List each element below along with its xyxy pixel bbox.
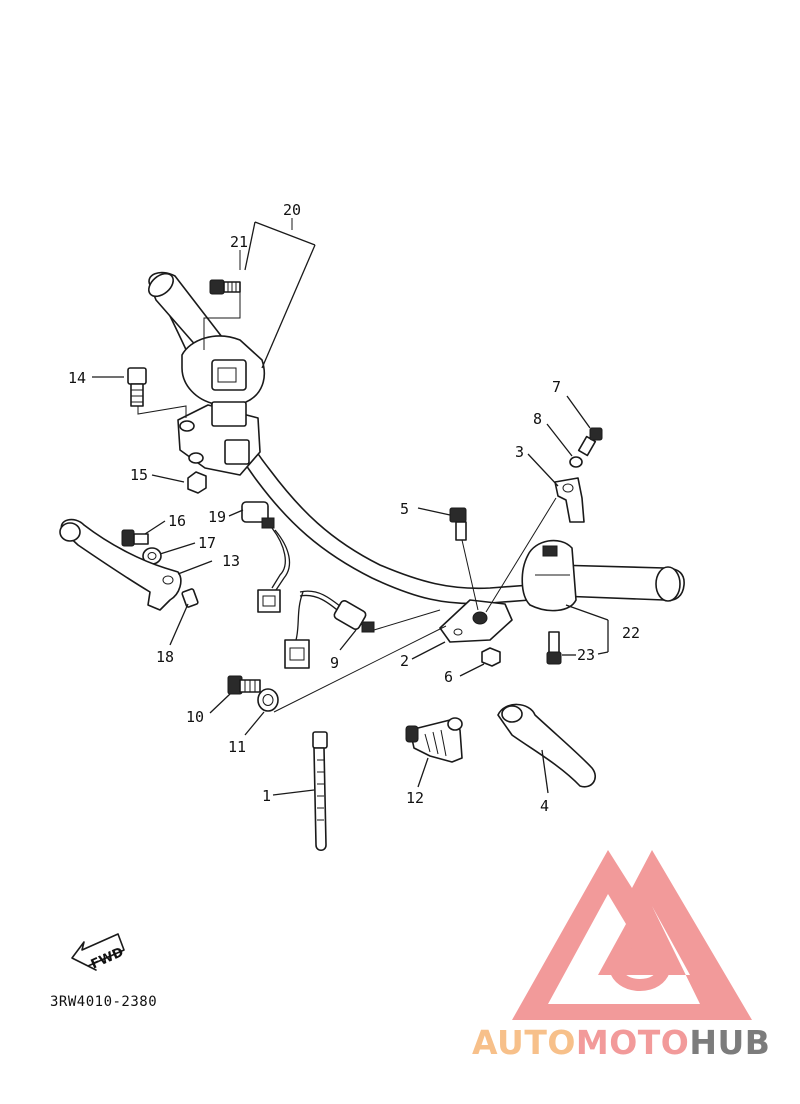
nut-15 [187, 471, 207, 494]
callout-16: 16 [168, 512, 186, 530]
adjuster-bolt-10 [227, 675, 261, 695]
bolt-18 [181, 588, 199, 608]
bolt-14 [127, 367, 147, 407]
callout-10: 10 [186, 708, 204, 726]
clutch-switch-19 [241, 501, 291, 613]
callout-2: 2 [400, 652, 409, 670]
nut-6 [481, 647, 501, 667]
callout-4: 4 [540, 797, 549, 815]
leader-lines [92, 218, 609, 796]
right-grip [554, 564, 685, 602]
callout-1: 1 [262, 787, 271, 805]
washer-8 [569, 456, 583, 468]
screw-23 [546, 631, 562, 665]
lever-holder-12 [405, 717, 463, 763]
callout-11: 11 [228, 738, 246, 756]
bracket-plate-2 [439, 599, 513, 643]
callout-13: 13 [222, 552, 240, 570]
diagram-code: 3RW4010-2380 [50, 994, 157, 1010]
brake-lever-4 [497, 703, 596, 788]
callout-7: 7 [552, 378, 561, 396]
logo-triangle [512, 850, 752, 1020]
callout-9: 9 [330, 654, 339, 672]
callout-15: 15 [130, 466, 148, 484]
right-switch-22 [521, 539, 577, 612]
cable-tie-1 [312, 731, 328, 852]
callout-20: 20 [283, 201, 301, 219]
callout-21: 21 [230, 233, 248, 251]
left-switch-assembly [181, 335, 266, 405]
logo-text-auto: AUTO [472, 1023, 576, 1062]
callout-5: 5 [400, 500, 409, 518]
logo-text-hub: HUB [689, 1023, 770, 1062]
callout-8: 8 [533, 410, 542, 428]
front-stop-switch-9 [284, 590, 375, 669]
logo-text: AUTOMOTOHUB [472, 1023, 770, 1062]
automotohub-logo: AUTOMOTOHUB [472, 850, 770, 1062]
callout-23: 23 [577, 646, 595, 664]
clutch-lever-holder [177, 401, 261, 476]
callout-labels: 20 21 14 15 16 17 13 18 19 10 11 9 1 12 … [68, 201, 640, 815]
screw-16 [121, 529, 149, 547]
screw-21 [209, 279, 241, 295]
callout-14: 14 [68, 369, 86, 387]
fwd-arrow-icon: FWD [71, 933, 126, 972]
logo-text-moto: MOTO [576, 1023, 689, 1062]
bracket-3 [554, 477, 585, 523]
callout-6: 6 [444, 668, 453, 686]
clutch-lever-13 [59, 518, 182, 611]
lock-nut-11 [257, 688, 279, 712]
callout-18: 18 [156, 648, 174, 666]
logo-inner-g [608, 936, 672, 992]
screw-7 [577, 427, 603, 457]
callout-19: 19 [208, 508, 226, 526]
callout-3: 3 [515, 443, 524, 461]
callout-17: 17 [198, 534, 216, 552]
callout-22: 22 [622, 624, 640, 642]
callout-12: 12 [406, 789, 424, 807]
bolt-5 [449, 507, 467, 541]
